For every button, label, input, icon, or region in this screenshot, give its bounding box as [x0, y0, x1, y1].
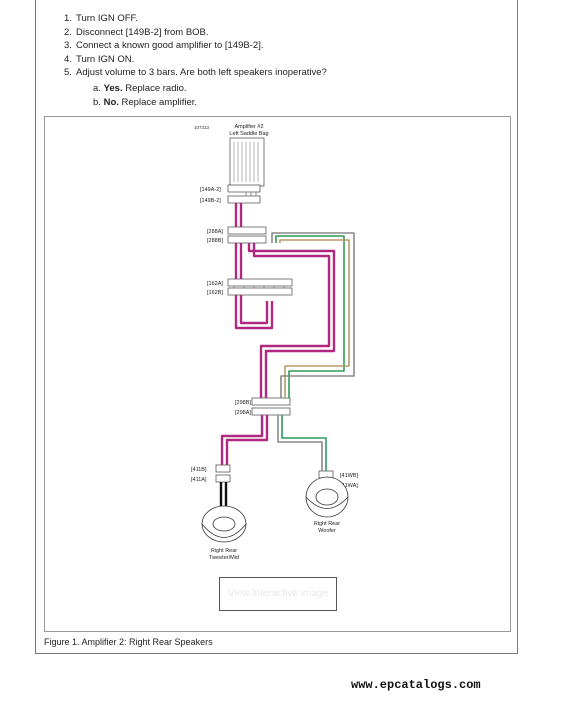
connector-label-162B: [162B]: [207, 290, 223, 296]
connector-label-411B: [411B]: [191, 467, 207, 473]
connector-label-288A: [288A]: [207, 229, 223, 235]
step-5: 5.Adjust volume to 3 bars. Are both left…: [64, 67, 327, 79]
connector-label-149A-2: [149A-2]: [200, 187, 221, 193]
substep-a: a. Yes. Replace radio.: [93, 83, 187, 94]
amp-wire-label-box: [229, 137, 265, 187]
connector-label-288B: [288B]: [207, 238, 223, 244]
figure-caption: Figure 1. Amplifier 2: Right Rear Speake…: [44, 637, 213, 647]
speaker-tweeter-mid-icon: [201, 505, 247, 543]
view-interactive-image-button[interactable]: View interactive image: [219, 577, 337, 611]
step-1: 1.Turn IGN OFF.: [64, 13, 138, 24]
step-3: 3.Connect a known good amplifier to [149…: [64, 40, 264, 52]
page-frame: [35, 0, 518, 654]
speaker-right-label-2: Woofer: [318, 528, 336, 534]
figure-id-code: 107313: [194, 125, 210, 130]
sub-steps: a. Yes. Replace radio. b. No. Replace am…: [93, 82, 197, 109]
amp-title-1: Amplifier #2: [234, 124, 263, 130]
connector-label-41WB: [41WB]: [340, 473, 359, 479]
connector-label-298A: [298A]: [235, 410, 251, 416]
connector-label-41WA: [41WA]: [340, 483, 358, 489]
step-2: 2.Disconnect [149B-2] from BOB.: [64, 26, 209, 38]
wiring-diagram: 107313 Amplifier #2 Left Saddle Bag [149…: [191, 124, 359, 561]
speaker-left-label-2: Tweeter/Mid: [209, 555, 239, 561]
step-4: 4.Turn IGN ON.: [64, 53, 135, 65]
footer-url: www.epcatalogs.com: [351, 678, 481, 692]
speaker-woofer-icon: [305, 476, 349, 518]
procedure-steps: 1.Turn IGN OFF. 2.Disconnect [149B-2] fr…: [64, 12, 327, 80]
connector-label-298B: [298B]: [235, 400, 251, 406]
connector-label-411A: [411A]: [191, 477, 207, 483]
connector-label-162A: [162A]: [207, 281, 223, 287]
substep-b: b. No. Replace amplifier.: [93, 96, 198, 108]
figure-frame: [44, 116, 511, 632]
connector-label-149B-2: [149B-2]: [200, 198, 221, 204]
amp-title-2: Left Saddle Bag: [229, 131, 268, 137]
speaker-right-label-1: Right Rear: [314, 521, 340, 527]
speaker-left-label-1: Right Rear: [211, 548, 237, 554]
